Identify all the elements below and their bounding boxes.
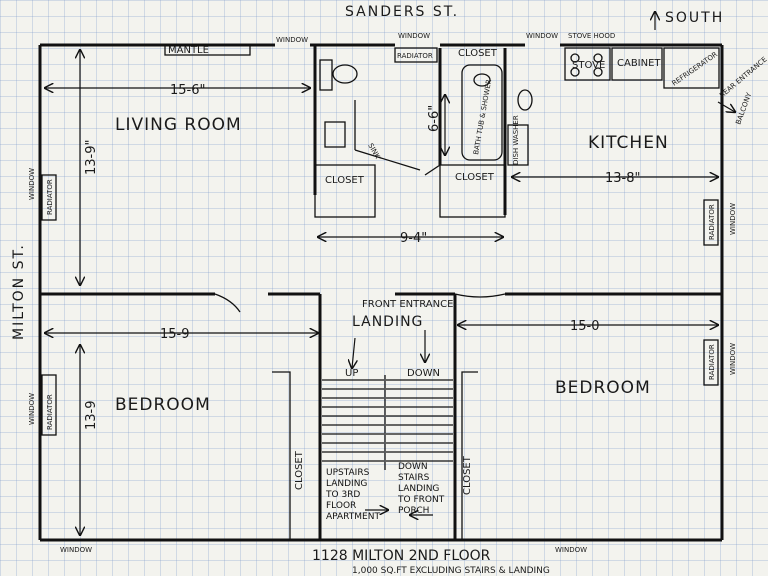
front-entrance-label: FRONT ENTRANCE — [362, 299, 453, 310]
dimension-lines — [45, 12, 735, 535]
plan-title: 1128 MILTON 2ND FLOOR — [312, 548, 491, 564]
window-label-n2: WINDOW — [398, 32, 430, 40]
landing-label: LANDING — [352, 314, 423, 330]
cabinet-label: CABINET — [617, 58, 661, 69]
street-north-label: SANDERS ST. — [345, 4, 459, 20]
compass-south-label: SOUTH — [665, 10, 724, 26]
radiator-label-bedroom-right: RADIATOR — [708, 344, 716, 380]
window-label-e1: WINDOW — [729, 203, 737, 235]
balcony-label: BALCONY — [734, 91, 753, 126]
window-label-n1: WINDOW — [276, 36, 308, 44]
dishwasher-label: DISH WASHER — [512, 115, 520, 165]
window-label-w2: WINDOW — [28, 393, 36, 425]
dim-bed-left-width: 15-9 — [160, 327, 190, 342]
stairs-up-label: UP — [345, 368, 358, 379]
upstairs-landing-text: UPSTAIRS LANDING — [326, 468, 370, 489]
kitchen-label: KITCHEN — [588, 133, 669, 153]
window-label-s2: WINDOW — [555, 546, 587, 554]
living-room-label: LIVING ROOM — [115, 115, 242, 135]
downstairs-landing-text: DOWN STAIRS LANDING — [398, 462, 440, 494]
mantle-label: MANTLE — [168, 45, 209, 56]
dim-bath-height: 6-6" — [427, 105, 442, 132]
window-label-s1: WINDOW — [60, 546, 92, 554]
dim-bed-right-width: 15-0 — [570, 319, 600, 334]
closet-label-hall: CLOSET — [325, 175, 365, 186]
upstairs-landing-note: UPSTAIRS LANDING TO 3RD FLOOR APARTMENT — [326, 468, 380, 522]
stove-hood-label: STOVE HOOD — [568, 32, 615, 40]
to-third-floor-text: TO 3RD FLOOR APARTMENT — [326, 490, 380, 522]
bath-label: BATH TUB & SHOWER — [472, 79, 493, 156]
window-label-w1: WINDOW — [28, 168, 36, 200]
radiators — [41, 47, 719, 436]
stairwell — [272, 294, 478, 540]
closet-label-kitchen: CLOSET — [455, 172, 495, 183]
plan-subtitle: 1,000 SQ.FT EXCLUDING STAIRS & LANDING — [352, 566, 550, 576]
closet-label-bath: CLOSET — [458, 48, 498, 59]
street-west-label: MILTON ST. — [11, 243, 27, 340]
downstairs-landing-note: DOWN STAIRS LANDING TO FRONT PORCH — [398, 462, 445, 516]
window-label-e2: WINDOW — [729, 343, 737, 375]
dim-kitchen-width: 13-8" — [605, 171, 640, 186]
closet-label-bedroom-right: CLOSET — [462, 455, 473, 495]
bedroom-left-label: BEDROOM — [115, 395, 211, 415]
bath-and-kitchen-walls — [164, 44, 720, 218]
to-front-porch-text: TO FRONT PORCH — [398, 495, 445, 516]
radiator-label-bedroom-left: RADIATOR — [46, 394, 54, 430]
dim-hall-width: 9-4" — [400, 231, 427, 246]
stove-label: STOVE — [572, 60, 605, 71]
stairs-down-label: DOWN — [407, 368, 440, 379]
bedroom-right-label: BEDROOM — [555, 378, 651, 398]
rear-entrance-label: REAR ENTRANCE — [718, 55, 768, 99]
dim-living-height: 13-9" — [84, 140, 99, 175]
radiator-label-kitchen: RADIATOR — [708, 204, 716, 240]
closet-label-bedroom-left: CLOSET — [294, 450, 305, 490]
radiator-label-bath: RADIATOR — [397, 52, 433, 60]
radiator-label-living: RADIATOR — [46, 179, 54, 215]
middle-walls — [40, 292, 722, 313]
window-label-n3: WINDOW — [526, 32, 558, 40]
dim-living-width: 15-6" — [170, 83, 205, 98]
refrigerator-label: REFRIGERATOR — [671, 50, 720, 87]
dim-bed-left-height: 13-9 — [84, 400, 99, 430]
